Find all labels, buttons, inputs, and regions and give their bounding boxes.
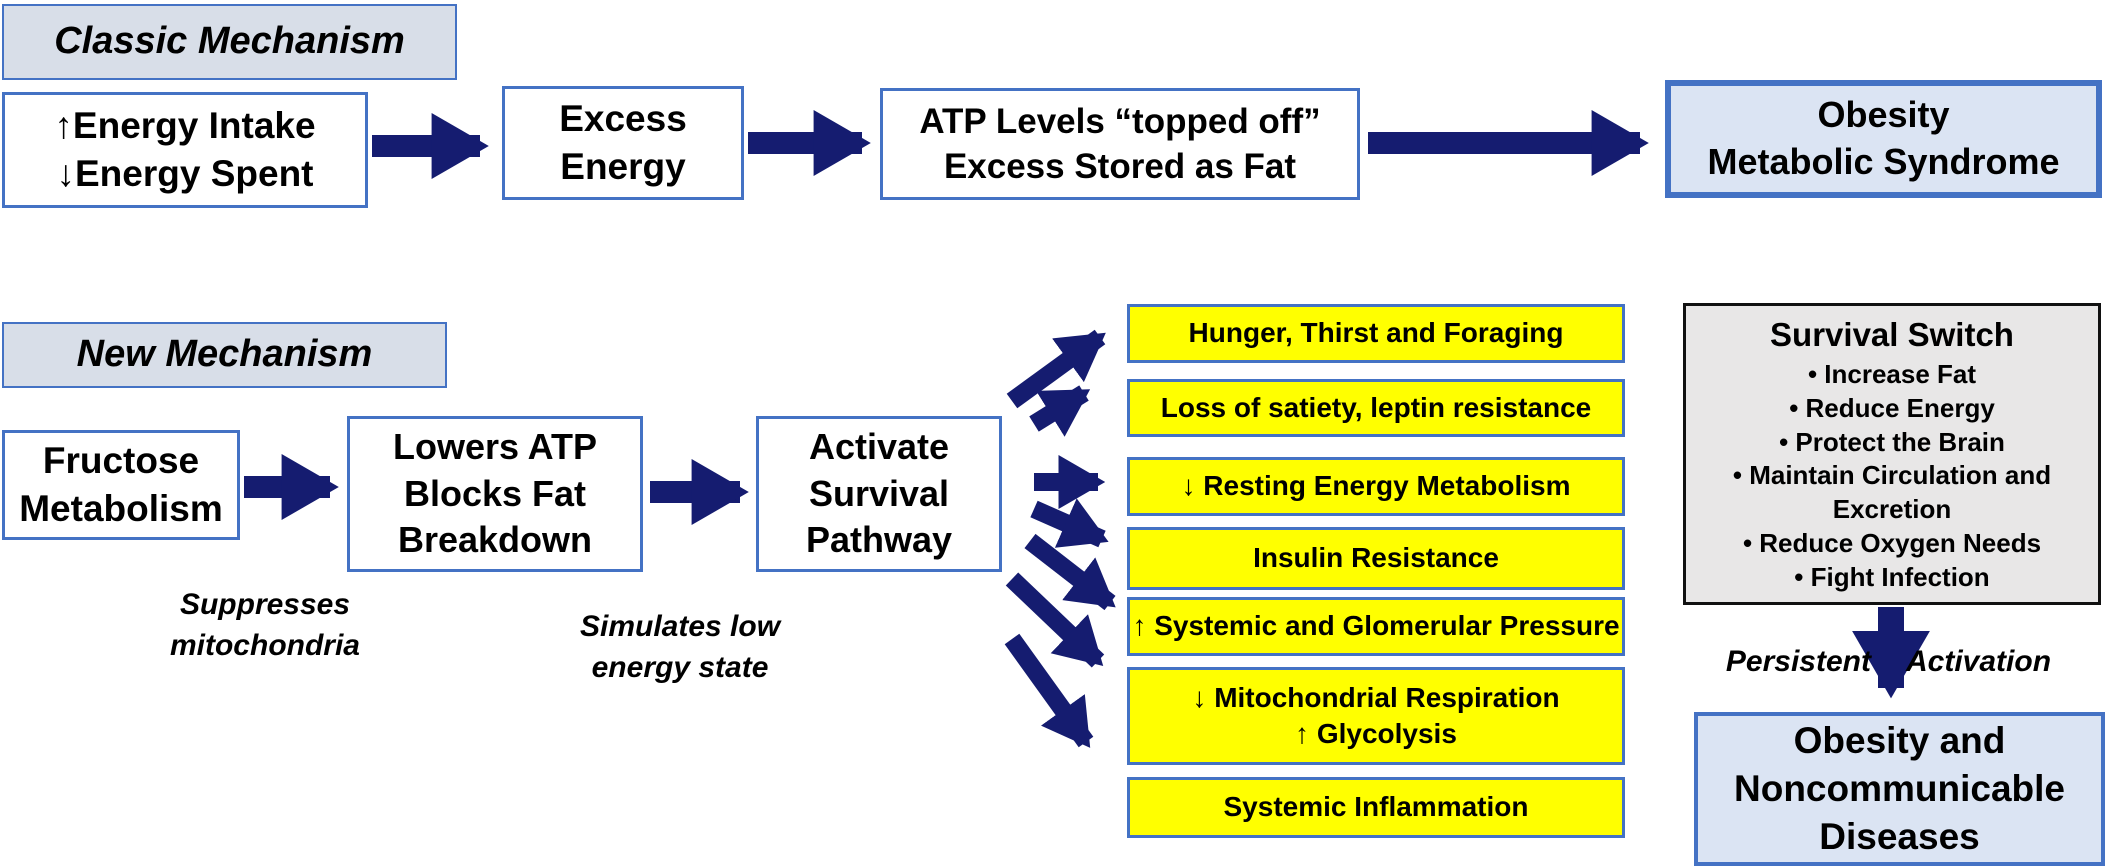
excess-energy-box: Excess Energy: [502, 86, 744, 200]
activation-label: Activation: [1906, 645, 2052, 678]
obesity-metabolic-syndrome-box: Obesity Metabolic Syndrome: [1665, 80, 2102, 198]
simulates-low-energy-note: Simulates low energy state: [579, 610, 781, 684]
energy-intake-box: ↑Energy Intake ↓Energy Spent: [2, 92, 368, 208]
arrow-to-mito: [1005, 572, 1105, 668]
survival-bullet-reduce-energy: Reduce Energy: [1700, 392, 2084, 426]
arrow-to-hunger: [1006, 329, 1106, 409]
persistent-label: Persistent: [1725, 645, 1871, 678]
lowers-atp-box: Lowers ATP Blocks Fat Breakdown: [347, 416, 643, 572]
effect-mitochondrial-respiration-glycolysis: ↓ Mitochondrial Respiration ↑ Glycolysis: [1127, 667, 1625, 765]
survival-bullet-protect-brain: Protect the Brain: [1700, 426, 2084, 460]
suppresses-mitochondria-note: Suppresses mitochondria: [169, 588, 360, 662]
new-mechanism-header: New Mechanism: [2, 322, 447, 388]
fructose-metabolism-box: Fructose Metabolism: [2, 430, 240, 540]
effect-insulin-resistance: Insulin Resistance: [1127, 527, 1625, 590]
effect-resting-energy-metabolism: ↓ Resting Energy Metabolism: [1127, 457, 1625, 516]
arrow-to-satiety: [1029, 385, 1091, 437]
survival-bullet-fight-infection: Fight Infection: [1700, 561, 2084, 595]
survival-bullet-maintain-circulation: Maintain Circulation and Excretion: [1700, 459, 2084, 527]
survival-bullet-reduce-oxygen: Reduce Oxygen Needs: [1700, 527, 2084, 561]
obesity-noncommunicable-diseases-box: Obesity and Noncommunicable Diseases: [1694, 712, 2105, 866]
arrow-to-inflammation: [1004, 633, 1094, 748]
activate-survival-pathway-box: Activate Survival Pathway: [756, 416, 1002, 572]
survival-switch-title: Survival Switch: [1770, 316, 2014, 353]
survival-switch-panel: Survival Switch Increase Fat Reduce Ener…: [1683, 303, 2101, 605]
arrow-to-pressure: [1024, 533, 1116, 611]
effect-loss-of-satiety: Loss of satiety, leptin resistance: [1127, 379, 1625, 437]
effect-systemic-inflammation: Systemic Inflammation: [1127, 777, 1625, 838]
classic-mechanism-header: Classic Mechanism: [2, 4, 457, 80]
arrow-to-insulin: [1030, 498, 1109, 548]
effect-hunger-thirst-foraging: Hunger, Thirst and Foraging: [1127, 304, 1625, 363]
effect-systemic-glomerular-pressure: ↑ Systemic and Glomerular Pressure: [1127, 597, 1625, 656]
survival-bullet-increase-fat: Increase Fat: [1700, 358, 2084, 392]
atp-levels-box: ATP Levels “topped off” Excess Stored as…: [880, 88, 1360, 200]
